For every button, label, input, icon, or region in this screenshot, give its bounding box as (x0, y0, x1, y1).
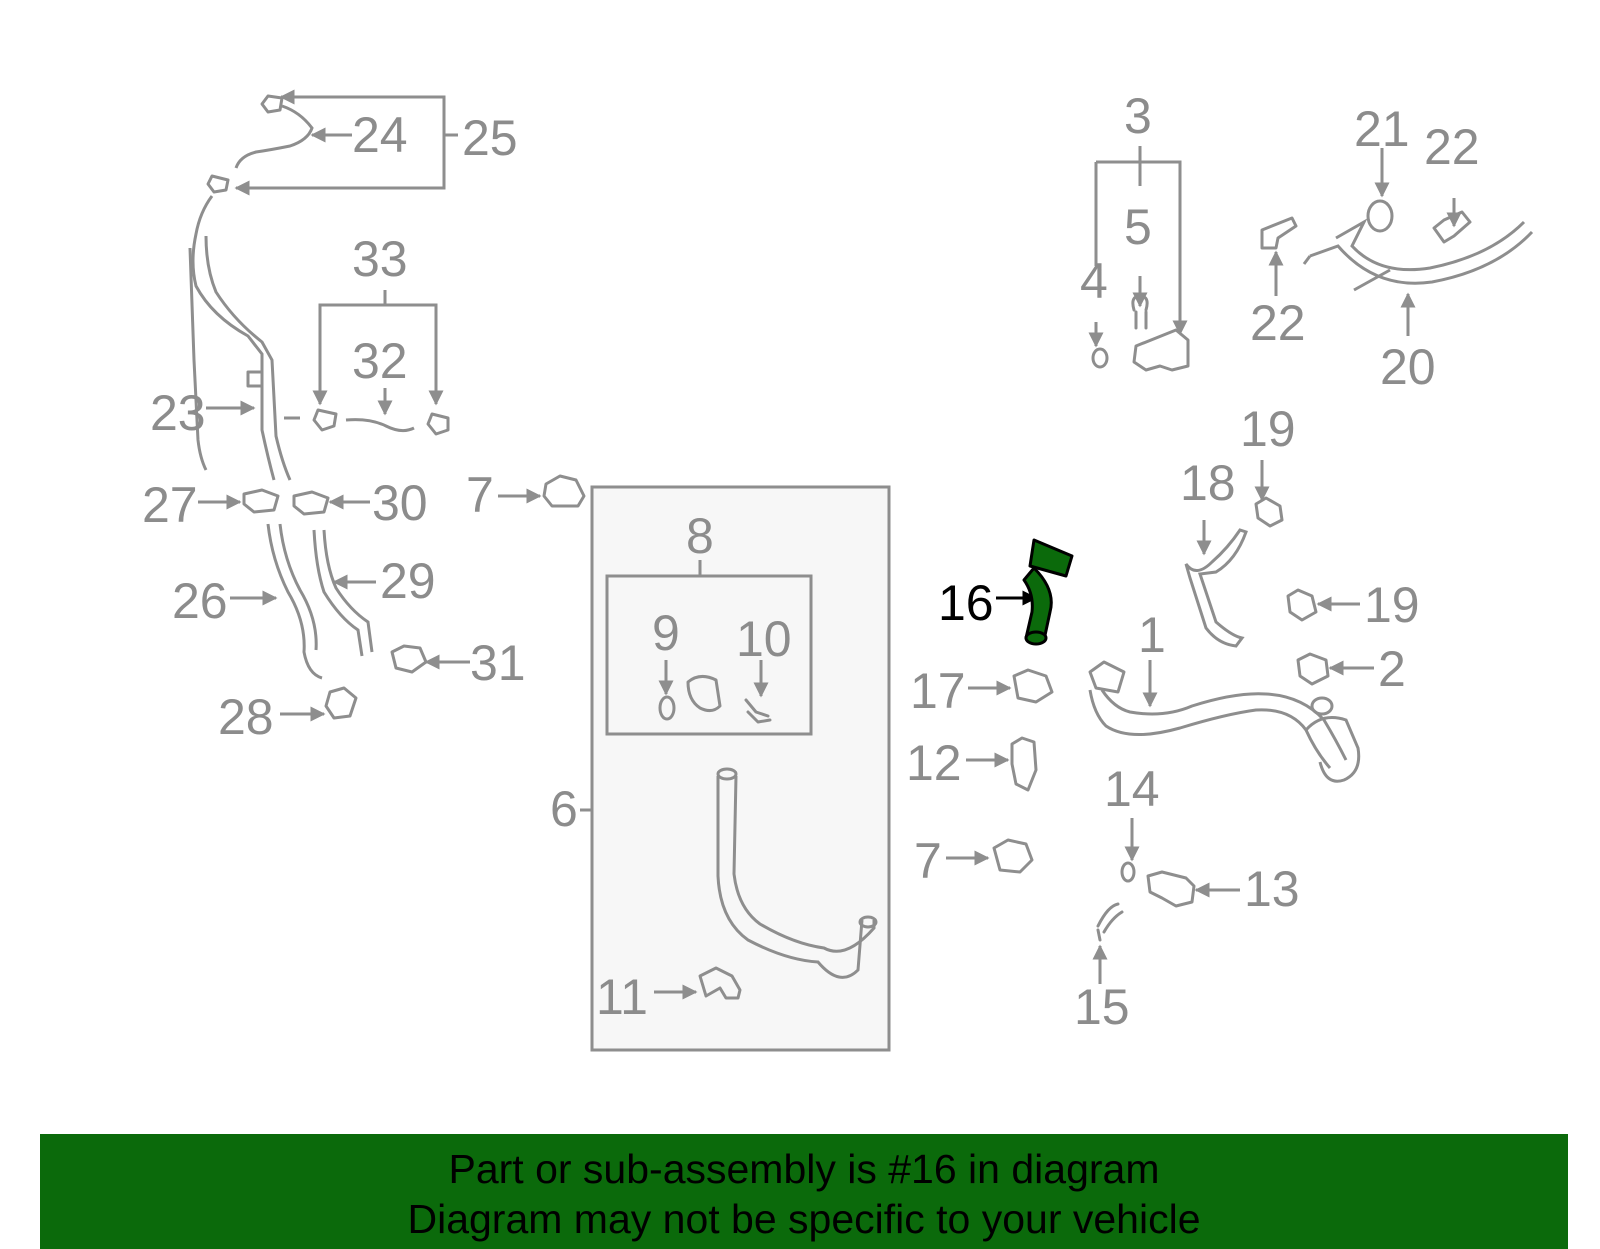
part-17-clamp (1012, 668, 1054, 704)
callout-33: 33 (352, 231, 408, 287)
callout-8: 8 (686, 508, 714, 564)
part-30-clamp (292, 490, 330, 516)
part-20-pipe (1335, 218, 1526, 272)
part-16-hose-highlighted (1022, 538, 1074, 646)
info-banner: Part or sub-assembly is #16 in diagram D… (40, 1134, 1568, 1249)
callout-27: 27 (142, 477, 198, 533)
callout-10: 10 (736, 611, 792, 667)
callout-9: 9 (652, 605, 680, 661)
callout-1: 1 (1138, 607, 1166, 663)
part-2-clamp (1296, 652, 1330, 686)
part-14-o-ring (1120, 861, 1136, 883)
part-6-hose (716, 776, 864, 979)
callout-24: 24 (352, 107, 408, 163)
callout-7-upper: 7 (466, 467, 494, 523)
part-4-o-ring (1091, 347, 1109, 369)
callout-7-lower: 7 (914, 833, 942, 889)
callout-17: 17 (910, 663, 966, 719)
callout-30: 30 (372, 475, 428, 531)
part-27-clamp (242, 488, 280, 514)
callout-23: 23 (150, 385, 206, 441)
part-7-clamp-lower (992, 838, 1034, 874)
callout-14: 14 (1104, 761, 1160, 817)
callout-16: 16 (938, 575, 994, 631)
callout-32: 32 (352, 333, 408, 389)
part-26-hose (266, 523, 323, 680)
callout-5: 5 (1124, 199, 1152, 255)
callout-11: 11 (596, 969, 648, 1025)
part-3-fitting (1132, 328, 1190, 372)
callout-29: 29 (380, 553, 436, 609)
subassembly-6-panel (590, 485, 891, 1052)
callout-15: 15 (1074, 979, 1130, 1035)
part-15-clip (1096, 902, 1124, 942)
part-1-hose (1088, 660, 1361, 783)
part-29-hose (312, 529, 364, 657)
callout-21: 21 (1354, 101, 1410, 157)
callout-25: 25 (462, 110, 518, 166)
part-25-hose-assembly (188, 94, 314, 481)
part-11-bracket (698, 966, 742, 1000)
part-28-clamp (324, 686, 358, 720)
callout-26: 26 (172, 573, 228, 629)
part-7-clamp-upper (542, 474, 586, 508)
part-8-thermostat (686, 675, 722, 713)
part-13-sensor (1146, 870, 1196, 908)
part-10-clip (744, 698, 772, 724)
part-19-clamp-upper (1254, 496, 1284, 528)
callout-31: 31 (470, 635, 526, 691)
part-18-pipe (1184, 528, 1248, 648)
callout-12: 12 (906, 735, 962, 791)
callout-6: 6 (550, 781, 578, 837)
part-32-hose (312, 408, 450, 436)
callout-4: 4 (1080, 253, 1108, 309)
part-22-bolt-right (1432, 210, 1472, 244)
callout-2: 2 (1378, 641, 1406, 697)
part-5-clip (1131, 294, 1149, 330)
part-21-o-ring (1366, 199, 1394, 233)
callout-19-upper: 19 (1240, 401, 1296, 457)
banner-line-2: Diagram may not be specific to your vehi… (407, 1196, 1201, 1242)
callout-22-lower: 22 (1250, 295, 1306, 351)
part-12-fitting (1010, 736, 1038, 792)
callout-28: 28 (218, 689, 274, 745)
callout-18: 18 (1180, 455, 1236, 511)
subassembly-8-box (605, 574, 813, 736)
callout-20: 20 (1380, 339, 1436, 395)
callout-3: 3 (1124, 88, 1152, 144)
banner-line-1: Part or sub-assembly is #16 in diagram (448, 1146, 1160, 1192)
callout-22-upper: 22 (1424, 119, 1480, 175)
callout-19-lower: 19 (1364, 577, 1420, 633)
part-19-clamp-lower (1286, 588, 1318, 622)
part-9-o-ring (658, 695, 676, 721)
part-22-bolt-left (1260, 216, 1298, 250)
part-31-clamp (390, 644, 428, 674)
callout-13: 13 (1244, 861, 1300, 917)
